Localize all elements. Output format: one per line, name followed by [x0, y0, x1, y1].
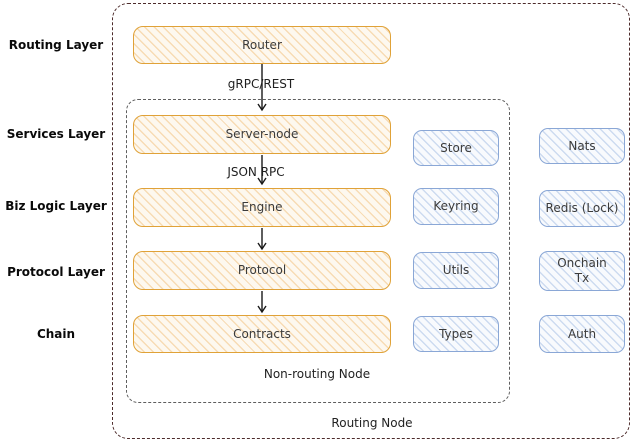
node-router: Router — [133, 26, 391, 64]
node-router-label: Router — [242, 37, 282, 52]
node-engine-label: Engine — [241, 200, 283, 214]
node-nats-label: Nats — [568, 138, 596, 153]
node-protocol: Protocol — [133, 251, 391, 290]
layer-label-services: Services Layer — [6, 127, 106, 141]
node-auth-label: Auth — [567, 326, 597, 341]
edge-label-json-rpc: JSON RPC — [227, 165, 285, 179]
node-types: Types — [413, 316, 499, 352]
layer-label-biz-logic: Biz Logic Layer — [5, 199, 107, 213]
node-contracts: Contracts — [133, 315, 391, 353]
node-keyring-label: Keyring — [433, 199, 479, 213]
edge-label-grpc-rest: gRPC/REST — [227, 77, 295, 91]
node-store: Store — [413, 130, 499, 166]
node-server-node-label: Server-node — [225, 127, 299, 141]
node-onchain-tx-label: Onchain Tx — [557, 256, 607, 285]
node-server-node: Server-node — [133, 115, 391, 154]
routing-node-caption: Routing Node — [331, 416, 413, 430]
node-auth: Auth — [539, 315, 625, 353]
layer-label-protocol: Protocol Layer — [7, 265, 105, 279]
non-routing-node-container — [126, 99, 510, 403]
node-utils-label: Utils — [442, 263, 470, 277]
routing-node-container — [112, 3, 630, 439]
node-protocol-label: Protocol — [237, 263, 287, 277]
layer-label-chain: Chain — [36, 327, 76, 341]
layer-label-routing: Routing Layer — [8, 38, 104, 52]
node-contracts-label: Contracts — [233, 326, 291, 341]
node-nats: Nats — [539, 128, 625, 164]
node-onchain-tx: Onchain Tx — [539, 251, 625, 291]
node-engine: Engine — [133, 188, 391, 227]
node-redis-lock-label: Redis (Lock) — [545, 201, 619, 215]
node-store-label: Store — [440, 140, 472, 155]
node-redis-lock: Redis (Lock) — [539, 190, 625, 227]
non-routing-node-caption: Non-routing Node — [263, 367, 371, 381]
node-keyring: Keyring — [413, 188, 499, 225]
node-utils: Utils — [413, 252, 499, 289]
node-types-label: Types — [439, 326, 473, 341]
